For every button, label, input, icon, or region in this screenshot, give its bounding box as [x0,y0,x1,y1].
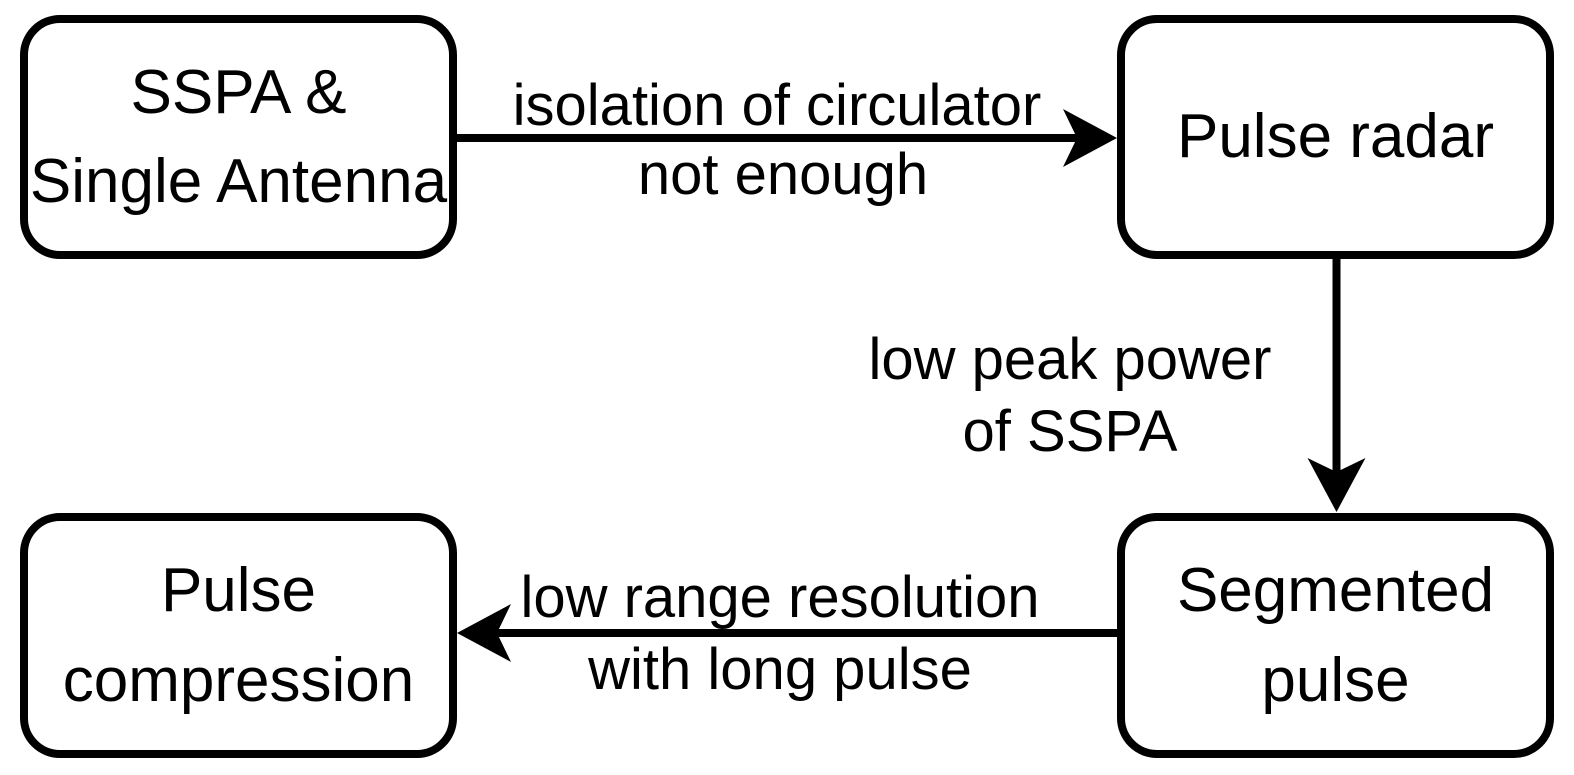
edge-label-low-peak-power-line1: low peak power [868,327,1272,392]
edge-label-low-peak-power: low peak power of SSPA [869,324,1272,468]
node-pulse-radar: Pulse radar [1117,15,1554,259]
edge-label-low-range-line1: low range resolution [520,565,1040,630]
node-pulse-compression-label: Pulse compression [62,556,415,715]
node-pulse-radar-label: Pulse radar [1176,102,1495,172]
arrow-segmented-pulse-to-pulse-compression [457,604,1119,662]
node-sspa-single-antenna: SSPA & Single Antenna [20,15,457,259]
node-pulse-compression: Pulse compression [20,513,457,758]
node-sspa-single-antenna-label: SSPA & Single Antenna [29,57,448,216]
arrow-pulse-radar-to-segmented-pulse [1307,256,1366,512]
node-segmented-pulse: Segmented pulse [1117,513,1554,758]
edge-label-isolation-line1: isolation of circulator [512,73,1042,138]
edge-label-low-range-line2: with long pulse [588,637,972,702]
arrow-sspa-to-pulse-radar [455,109,1117,167]
edge-label-isolation-line2: not enough [637,142,929,207]
node-segmented-pulse-label: Segmented pulse [1176,556,1495,715]
edge-label-low-peak-power-line2: of SSPA [962,399,1178,464]
